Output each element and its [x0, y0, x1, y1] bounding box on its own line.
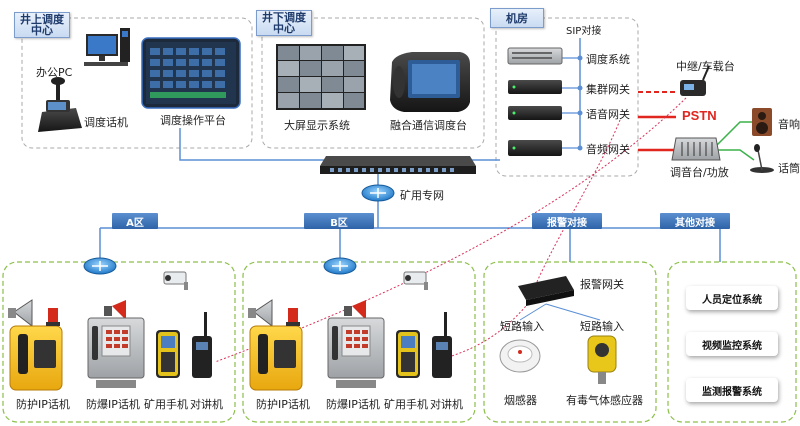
dispatch-platform-label: 调度操作平台 [160, 114, 226, 127]
sip-label: SIP对接 [566, 26, 602, 37]
dispatch-platform-icon [141, 37, 241, 109]
underground-center-title: 井下调度中心 [256, 10, 312, 36]
other-tag: 其他对接 [660, 213, 730, 229]
speaker-icon [752, 108, 772, 136]
surface-center-title: 井上调度中心 [14, 12, 70, 38]
voice-gateway-label: 语音网关 [586, 108, 630, 121]
zone-a-horn-icon [8, 299, 33, 328]
zone-a-walkie-icon [192, 312, 212, 378]
zone-a-protective-phone-label: 防护IP话机 [16, 398, 70, 411]
mixer-to-mic [716, 149, 755, 161]
dotted-link-alarm-walkie [439, 293, 537, 361]
underground-center-box [261, 17, 485, 149]
big-screen-label: 大屏显示系统 [284, 119, 350, 132]
zone-b-horn-icon [248, 299, 273, 328]
other-system-personnel: 人员定位系统 [686, 286, 778, 310]
dispatch-system-label: 调度系统 [586, 53, 630, 66]
gas-label: 有毒气体感应器 [566, 394, 643, 407]
zone-b-explosion-phone-icon [327, 317, 385, 388]
mine-router-icon [361, 184, 395, 202]
zone-a-tag: A区 [112, 213, 158, 229]
zone-a-protective-phone-icon [9, 308, 63, 391]
zone-b-tag: B区 [304, 213, 374, 229]
dispatch-phone-label: 调度话机 [84, 116, 128, 129]
gas-sensor-icon [587, 335, 617, 384]
trunk-gateway-icon [508, 80, 562, 94]
zone-a-router-icon [83, 257, 117, 275]
link-platform-switch [179, 128, 332, 161]
smoke-detector-icon [499, 339, 541, 373]
other-system-monitor: 监测报警系统 [686, 378, 778, 402]
alarm-tag: 报警对接 [532, 213, 602, 229]
alarm-gateway-label: 报警网关 [580, 278, 624, 291]
mine-network-label: 矿用专网 [400, 189, 444, 202]
trunk-gateway-label: 集群网关 [586, 83, 630, 96]
machine-room-box [495, 17, 639, 177]
office-pc-label: 办公PC [36, 66, 73, 79]
office-pc-icon [84, 28, 130, 66]
relay-label: 中继/车载台 [676, 60, 735, 73]
alarm-zone-box [483, 261, 657, 423]
network-switch-icon [320, 156, 476, 174]
speaker-label: 音响 [778, 118, 800, 131]
surface-center-box [21, 17, 253, 149]
smoke-label: 烟感器 [504, 394, 537, 407]
zone-a-explosion-phone-label: 防爆IP话机 [86, 398, 140, 411]
mic-label: 话筒 [778, 162, 800, 175]
zone-b-router-icon [323, 257, 357, 275]
machine-room-title: 机房 [490, 8, 544, 28]
mic-icon [750, 144, 774, 173]
console-label: 融合通信调度台 [390, 119, 467, 132]
zone-a-mine-handset-label: 矿用手机 [144, 398, 188, 411]
audio-gateway-label: 音频网关 [586, 143, 630, 156]
other-zone-box [667, 261, 797, 423]
mixer-to-speaker [715, 121, 754, 147]
zone-a-siren-icon [104, 300, 126, 320]
mixer-label: 调音台/功放 [670, 166, 729, 179]
zone-a-camera-icon [163, 271, 188, 290]
relay-radio-icon [680, 65, 710, 96]
zone-b-mine-handset-label: 矿用手机 [384, 398, 428, 411]
zone-a-mine-handset-icon [156, 330, 180, 378]
zone-b-walkie-label: 对讲机 [430, 398, 463, 411]
zone-b-protective-phone-icon [249, 308, 303, 391]
mixer-icon [671, 137, 721, 161]
zone-b-camera-icon [403, 271, 428, 290]
console-icon [390, 52, 470, 112]
pstn-label: PSTN [682, 108, 717, 123]
zone-b-box [242, 261, 476, 423]
zone-b-mine-handset-icon [396, 330, 420, 378]
alarm-gateway-icon [518, 276, 574, 306]
other-system-video: 视频监控系统 [686, 332, 778, 356]
zone-a-walkie-label: 对讲机 [190, 398, 223, 411]
zone-b-explosion-phone-label: 防爆IP话机 [326, 398, 380, 411]
short-input-2-label: 短路输入 [580, 320, 624, 333]
zone-b-siren-icon [344, 300, 366, 320]
dispatch-phone-icon [38, 77, 82, 132]
zone-a-box [2, 261, 236, 423]
dispatch-system-icon [507, 47, 563, 65]
zone-b-protective-phone-label: 防护IP话机 [256, 398, 310, 411]
voice-gateway-icon [508, 106, 562, 120]
zone-b-walkie-icon [432, 312, 452, 378]
audio-gateway-icon [508, 140, 562, 156]
zone-a-explosion-phone-icon [87, 317, 145, 388]
short-input-1-label: 短路输入 [500, 320, 544, 333]
big-screen-icon [276, 44, 366, 110]
